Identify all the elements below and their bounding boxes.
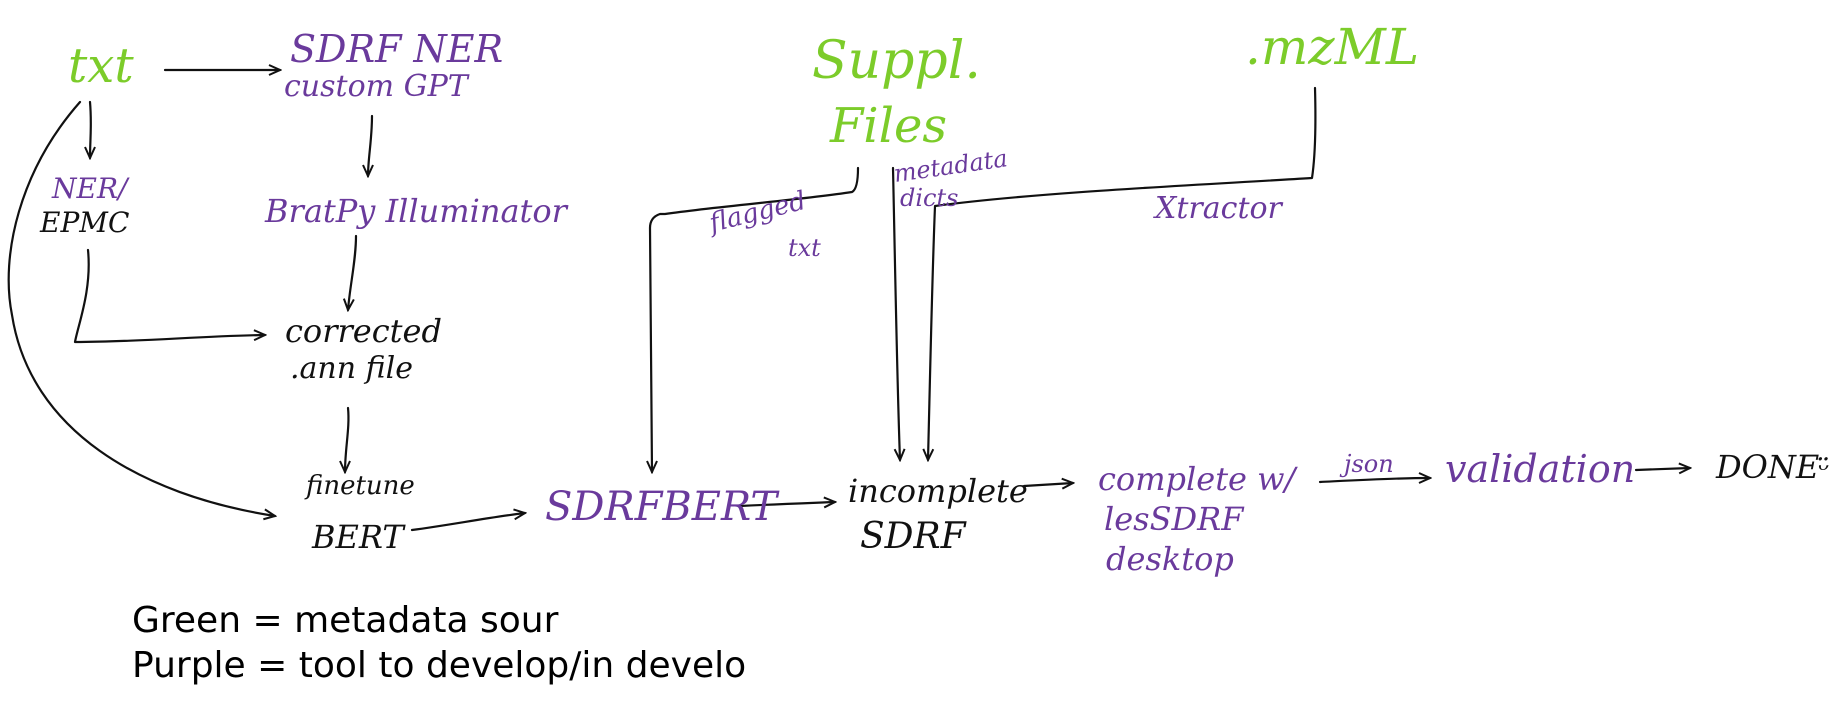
node-corrected-line1: corrected [285, 312, 442, 350]
edge-corrected-to-finetune [345, 406, 348, 472]
node-corrected-line2: .ann file [290, 351, 413, 386]
edge-label-metadata-dicts-line2: dicts [900, 184, 958, 212]
node-done: DONE [1715, 448, 1819, 486]
edge-txt-to-ner-epmc [90, 100, 91, 158]
edge-txt-to-finetune [7, 100, 275, 516]
node-txt: txt [68, 38, 134, 94]
edge-incomplete-to-complete [1022, 483, 1073, 486]
node-mzml: .mzML [1245, 18, 1419, 76]
edge-label-flagged-txt-line1: flagged [704, 186, 808, 239]
node-incomplete-sdrf-line1: incomplete [848, 472, 1028, 510]
nodes: txt SDRF NER custom GPT NER/ EPMC BratPy… [39, 18, 1830, 578]
edge-label-xtractor: Xtractor [1153, 191, 1284, 226]
node-finetune-line1: finetune [304, 471, 415, 501]
node-ner-epmc-line1: NER/ [51, 172, 130, 205]
node-sdrf-ner-line1: SDRF NER [290, 27, 503, 71]
node-suppl-files-line1: Suppl. [812, 31, 981, 91]
edge-suppl-to-incomplete [891, 166, 900, 460]
node-sdrf-ner-line2: custom GPT [284, 69, 470, 104]
node-bratpy-illuminator: BratPy Illuminator [264, 192, 569, 230]
node-incomplete-sdrf-line2: SDRF [860, 516, 968, 557]
node-validation: validation [1445, 447, 1635, 491]
edge-ner-epmc-to-corrected [73, 248, 265, 344]
node-sdrfbert: SDRFBERT [545, 484, 780, 530]
legend-green: Green = metadata sour [132, 600, 559, 641]
edge-suppl-to-sdrfbert [650, 166, 860, 472]
edge-mzml-to-incomplete [928, 86, 1317, 460]
node-complete-lessdrf-line3: desktop [1106, 540, 1234, 578]
edge-label-json: json [1339, 450, 1394, 478]
edge-sdrfbert-to-incomplete [738, 502, 835, 506]
node-complete-lessdrf-line1: complete w/ [1098, 460, 1299, 498]
edge-sdrf-ner-to-bratpy [368, 114, 372, 176]
legend-purple: Purple = tool to develop/in develo [132, 645, 747, 686]
smiley-icon: ᵕ̈ [1818, 453, 1830, 488]
node-complete-lessdrf-line2: lesSDRF [1104, 500, 1245, 538]
edge-label-flagged-txt-line2: txt [788, 234, 821, 262]
edges [7, 70, 1690, 532]
node-finetune-line2: BERT [311, 518, 406, 556]
node-suppl-files-line2: Files [829, 98, 947, 154]
node-ner-epmc-line2: EPMC [39, 206, 129, 239]
edge-bratpy-to-corrected [348, 234, 358, 310]
edge-finetune-to-sdrfbert [410, 513, 525, 532]
edge-complete-to-validation [1318, 478, 1430, 482]
edge-validation-to-done [1634, 468, 1690, 470]
